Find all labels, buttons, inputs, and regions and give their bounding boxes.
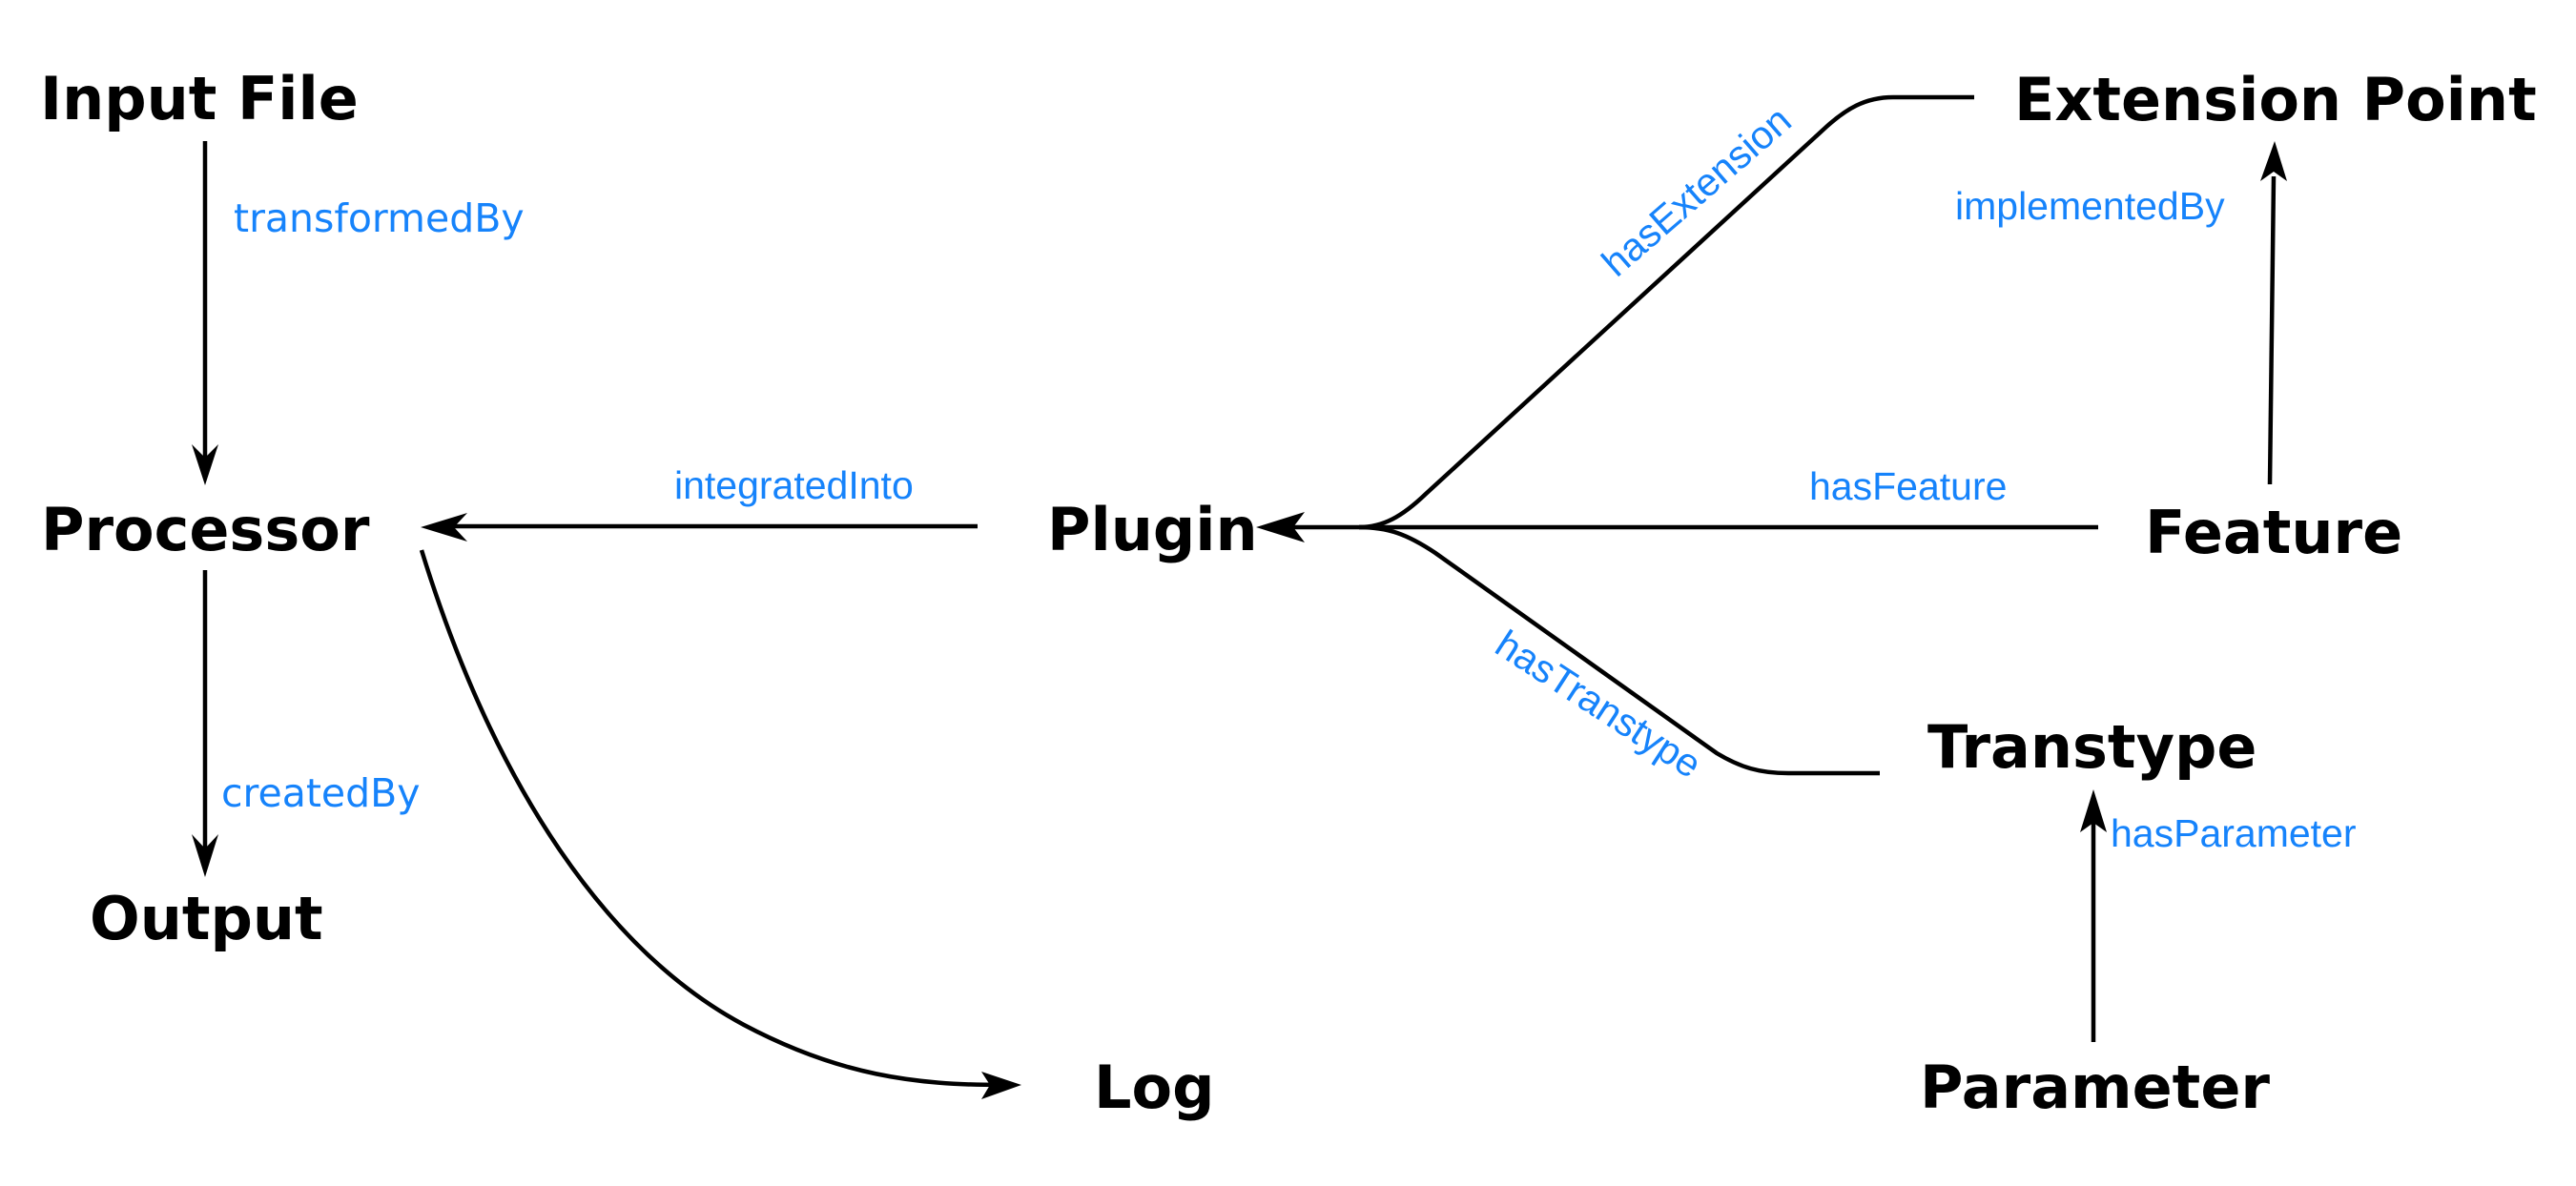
edge-has-extension [1358,94,1974,530]
node-log[interactable]: Log [1094,1053,1214,1122]
node-output[interactable]: Output [90,884,323,953]
edge-label-transformed-by: transformedBy [234,195,525,241]
edge-label-has-feature: hasFeature [1809,464,2007,508]
edge-created-by [192,570,218,877]
arrowhead-left-icon [421,513,467,542]
edge-integrated-into [421,513,978,542]
edge-processor-log [419,549,1021,1099]
edge-label-created-by: createdBy [221,770,421,816]
edge-implemented-by [2260,141,2287,485]
edge-label-implemented-by: implementedBy [1955,184,2225,228]
node-parameter[interactable]: Parameter [1920,1053,2270,1122]
arrowhead-down-icon [192,444,218,485]
arrowhead-up-icon [2080,789,2107,832]
edge-label-has-extension: hasExtension [1594,98,1800,285]
edge-has-feature [1256,512,2098,542]
edge-line-processor-log [419,549,1002,1088]
edge-label-integrated-into: integratedInto [674,463,914,507]
arrowhead-left-icon [1256,512,1305,542]
arrowhead-up-icon [2260,141,2287,181]
edge-has-parameter [2080,789,2107,1042]
arrowhead-right-icon [981,1072,1021,1099]
edge-line-has-extension [1358,94,1974,530]
edge-has-transtype [1358,524,1880,776]
edge-line-has-transtype [1358,524,1880,776]
node-extension-point[interactable]: Extension Point [2014,65,2537,134]
node-feature[interactable]: Feature [2145,498,2402,567]
node-plugin[interactable]: Plugin [1047,495,1258,564]
edge-transformed-by [192,141,218,485]
edge-label-has-parameter: hasParameter [2111,811,2357,855]
node-input-file[interactable]: Input File [40,64,359,133]
node-processor[interactable]: Processor [41,495,370,564]
node-transtype[interactable]: Transtype [1927,712,2257,782]
edge-label-has-transtype: hasTranstype [1488,622,1709,787]
arrowhead-down-icon [192,834,218,877]
edge-line-implemented-by [2267,175,2277,485]
